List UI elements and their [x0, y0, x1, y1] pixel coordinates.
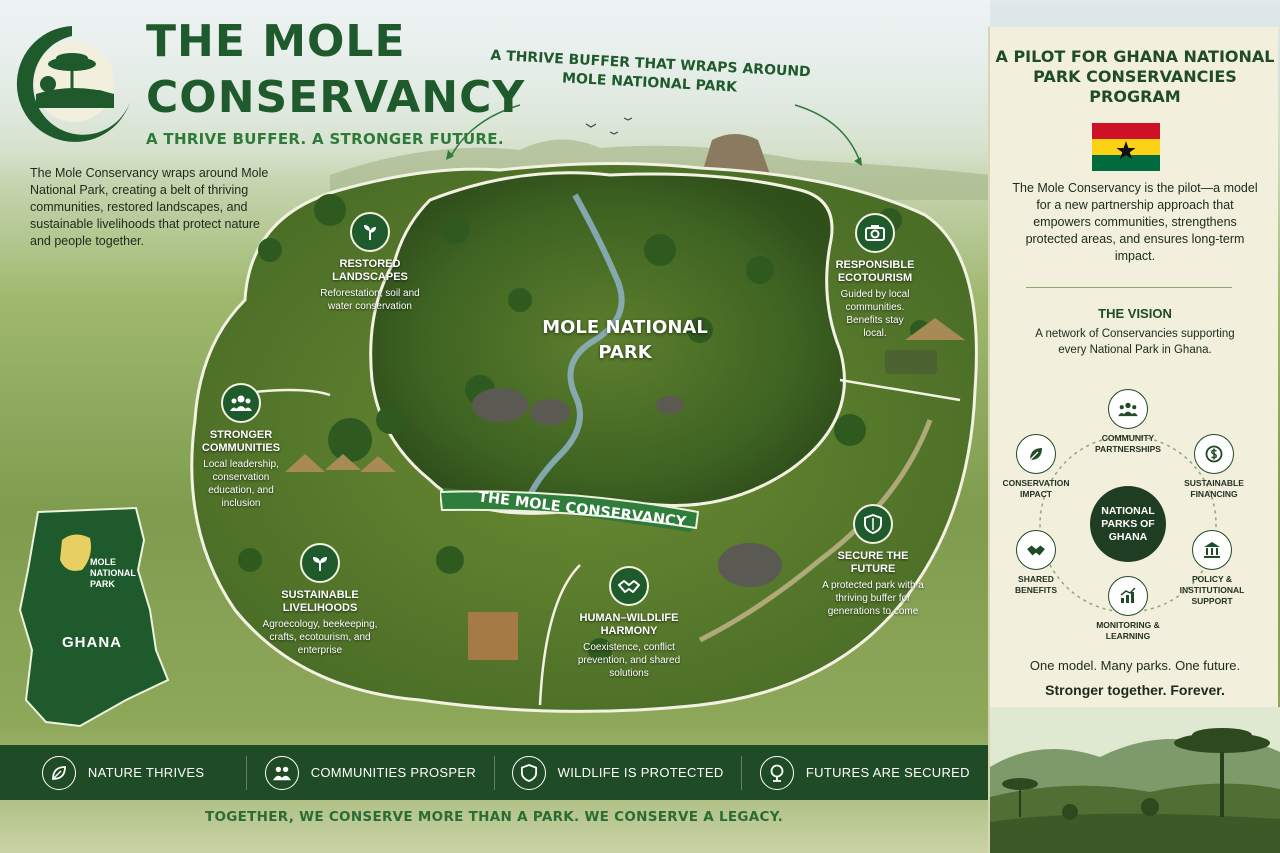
handshake-icon	[609, 566, 649, 606]
feature-sustainable-livelihoods: SUSTAINABLE LIVELIHOODS Agroecology, bee…	[260, 543, 380, 657]
panel-description: The Mole Conservancy is the pilot—a mode…	[1012, 181, 1258, 263]
network-hub: NATIONAL PARKS OF GHANA	[1090, 486, 1166, 562]
band-label: COMMUNITIES PROSPER	[310, 765, 477, 780]
band-item-futures: FUTURES ARE SECURED	[742, 755, 988, 790]
feature-desc: Local leadership, conservation education…	[203, 459, 279, 509]
feature-title: RESPONSIBLE ECOTOURISM	[835, 259, 915, 284]
feature-stronger-communities: STRONGER COMMUNITIES Local leadership, c…	[192, 383, 290, 510]
band-item-wildlife: WILDLIFE IS PROTECTED	[495, 755, 742, 790]
band-label: NATURE THRIVES	[87, 765, 205, 780]
closing-line-1: One model. Many parks. One future.	[1029, 658, 1241, 673]
national-park-label: MOLE NATIONAL PARK	[542, 317, 708, 363]
node-label: SUSTAINABLE FINANCING	[1184, 478, 1244, 499]
building-icon	[1192, 530, 1232, 570]
handshake-icon	[1016, 530, 1056, 570]
node-label: COMMUNITY PARTNERSHIPS	[1095, 433, 1161, 454]
shield-icon	[853, 504, 893, 544]
sprout-icon	[300, 543, 340, 583]
band-label: WILDLIFE IS PROTECTED	[557, 765, 724, 780]
feature-title: SUSTAINABLE LIVELIHOODS	[281, 589, 359, 614]
pilot-panel: A PILOT FOR GHANA NATIONAL PARK CONSERVA…	[988, 27, 1280, 853]
node-shared-benefits: SHARED BENEFITS	[996, 530, 1076, 596]
feature-title: STRONGER COMMUNITIES	[201, 429, 281, 454]
band-item-communities: COMMUNITIES PROSPER	[247, 755, 495, 790]
intro-text: The Mole Conservancy wraps around Mole N…	[30, 166, 269, 248]
feature-desc: A protected park with a thriving buffer …	[822, 580, 924, 617]
people-icon	[1108, 389, 1148, 429]
feature-restored-landscapes: RESTORED LANDSCAPES Reforestation, soil …	[320, 212, 420, 313]
node-conservation-impact: CONSERVATION IMPACT	[996, 434, 1076, 500]
vision-description: A network of Conservancies supporting ev…	[1035, 328, 1235, 356]
people-icon	[221, 383, 261, 423]
node-label: POLICY & INSTITUTIONAL SUPPORT	[1179, 574, 1245, 606]
page-subtitle: A THRIVE BUFFER. A STRONGER FUTURE.	[146, 130, 504, 148]
map-park-label: MOLE NATIONAL PARK	[90, 557, 136, 589]
panel-divider	[1026, 287, 1232, 288]
leaf-icon	[1016, 434, 1056, 474]
title-line-1: THE MOLE	[146, 16, 406, 67]
feature-title: SECURE THE FUTURE	[837, 550, 909, 575]
node-label: SHARED BENEFITS	[1014, 574, 1058, 595]
node-monitoring-learning: MONITORING & LEARNING	[1088, 576, 1168, 642]
node-policy-support: POLICY & INSTITUTIONAL SUPPORT	[1172, 530, 1252, 607]
map-country-label: GHANA	[62, 634, 122, 651]
panel-title: A PILOT FOR GHANA NATIONAL PARK CONSERVA…	[995, 47, 1275, 106]
conservancy-ribbon	[440, 488, 700, 532]
page-title: THE MOLE CONSERVANCY	[146, 20, 525, 120]
feature-secure-the-future: SECURE THE FUTURE A protected park with …	[818, 504, 928, 618]
band-label: FUTURES ARE SECURED	[805, 765, 970, 780]
landscape-illustration	[190, 104, 990, 713]
feature-responsible-ecotourism: RESPONSIBLE ECOTOURISM Guided by local c…	[834, 213, 916, 340]
savanna-landscape	[990, 707, 1280, 853]
feature-desc: Agroecology, beekeeping, crafts, ecotour…	[262, 619, 378, 656]
chart-icon	[1108, 576, 1148, 616]
tree-icon	[759, 755, 794, 790]
vision-network-connectors	[1039, 435, 1217, 613]
values-band: NATURE THRIVES COMMUNITIES PROSPER WILDL…	[0, 745, 988, 800]
node-label: CONSERVATION IMPACT	[1002, 478, 1070, 499]
vision-title: THE VISION	[1098, 306, 1172, 321]
tagline: TOGETHER, WE CONSERVE MORE THAN A PARK. …	[204, 809, 784, 825]
feature-human-wildlife-harmony: HUMAN–WILDLIFE HARMONY Coexistence, conf…	[577, 566, 681, 680]
node-label: MONITORING & LEARNING	[1096, 620, 1160, 641]
conservancy-logo	[16, 26, 130, 142]
ghana-map	[18, 506, 170, 728]
money-icon	[1194, 434, 1234, 474]
seedling-icon	[350, 212, 390, 252]
feature-desc: Coexistence, conflict prevention, and sh…	[577, 642, 681, 679]
node-sustainable-financing: SUSTAINABLE FINANCING	[1174, 434, 1254, 500]
title-line-2: CONSERVANCY	[146, 72, 526, 123]
node-community-partnerships: COMMUNITY PARTNERSHIPS	[1088, 389, 1168, 455]
ghana-flag-icon	[1092, 123, 1160, 171]
camera-icon	[855, 213, 895, 253]
shield-icon	[511, 755, 546, 790]
closing-line-2: Stronger together. Forever.	[1045, 682, 1225, 698]
leaf-icon	[41, 755, 76, 790]
feature-desc: Guided by local communities. Benefits st…	[840, 289, 910, 339]
people-icon	[264, 755, 299, 790]
feature-title: HUMAN–WILDLIFE HARMONY	[579, 612, 679, 637]
band-item-nature: NATURE THRIVES	[0, 755, 248, 790]
feature-desc: Reforestation, soil and water conservati…	[320, 288, 420, 312]
feature-title: RESTORED LANDSCAPES	[332, 258, 408, 283]
